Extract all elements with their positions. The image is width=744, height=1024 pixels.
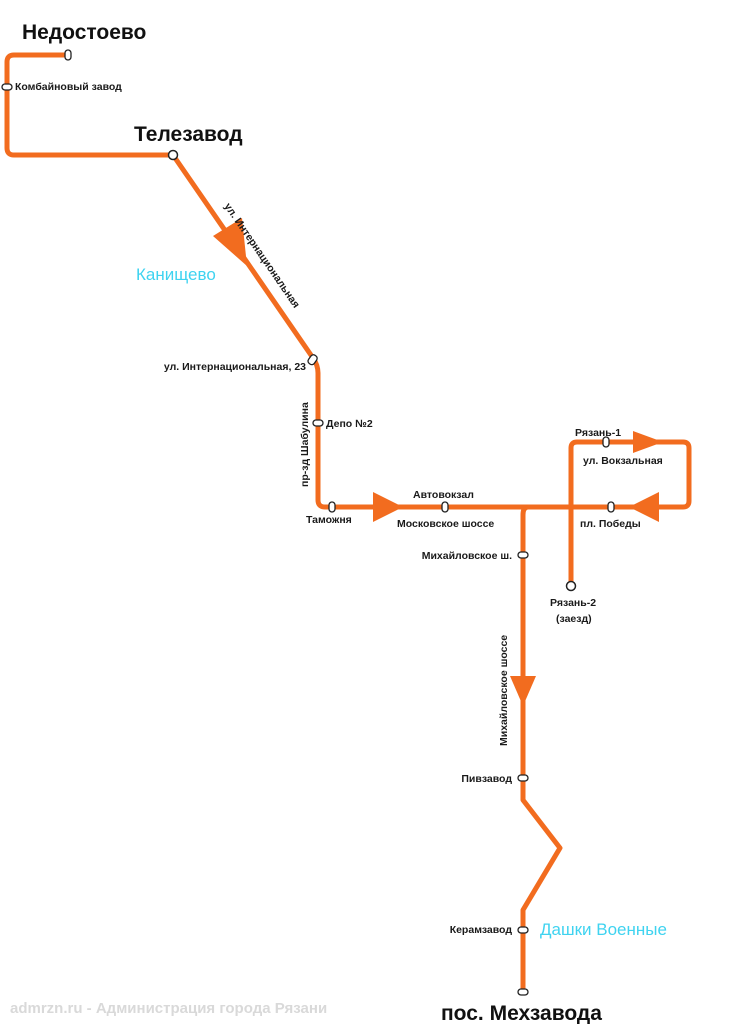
stop-marker-ryazan2 [565,580,577,592]
stop-label-ryazan2-line2: (заезд) [556,613,592,625]
stop-marker-avtovokzal [441,501,449,513]
route-line [4,52,692,995]
stop-label-avtovokzal: Автовокзал [413,489,474,501]
route-segment-ryazan-loop [525,439,692,588]
stop-marker-ryazan1 [602,436,610,448]
stop-marker-kombainovy [1,83,13,91]
stop-label-depo2: Депо №2 [326,418,373,430]
street-label-mikhailovskoe-shosse: Михайловское шоссе [498,635,510,746]
stop-marker-mekhzavod [517,988,529,996]
arrow-down-mikhailovskoe-icon [510,676,536,706]
stop-marker-mikhailovskoe-sh [517,551,529,559]
street-label-shabulina: пр-зд Шабулина [299,402,311,487]
stop-label-kombainovy: Комбайновый завод [15,81,122,93]
stop-marker-pobedy [607,501,615,513]
stop-label-internatsionalnaya23: ул. Интернациональная, 23 [164,361,306,373]
terminal-label-nedostoevo: Недостоево [22,21,146,44]
terminal-label-telezavod: Телезавод [134,123,243,146]
district-label-kanishchevo: Канищево [136,265,216,284]
stop-marker-depo2 [312,419,324,427]
direction-arrows [213,218,663,706]
stop-label-tamozhnya: Таможня [306,514,352,526]
route-segment-north [4,52,563,995]
arrow-down-internatsionalnaya-icon [213,218,247,266]
terminal-label-mekhzavod: пос. Мехзавода [441,1002,602,1024]
stop-label-pivzavod: Пивзавод [461,773,512,785]
street-label-internatsionalnaya: ул. Интернациональная [222,201,302,311]
stop-markers [1,49,615,996]
arrow-left-pobedy-icon [629,492,659,522]
stop-label-ryazan2-line1: Рязань-2 [550,597,596,609]
stop-marker-tamozhnya [328,501,336,513]
stop-marker-pivzavod [517,774,529,782]
stop-marker-internatsionalnaya23 [307,354,318,366]
watermark-text: admrzn.ru - Администрация города Рязани [10,1000,327,1017]
stop-label-vokzalnaya: ул. Вокзальная [583,455,663,467]
stop-marker-keramzavod [517,926,529,934]
stop-label-moskovskoe: Московское шоссе [397,518,494,530]
stop-marker-telezavod [167,149,179,161]
arrow-right-vokzalnaya-icon [633,431,663,453]
district-label-dashki: Дашки Военные [540,920,667,939]
stop-label-keramzavod: Керамзавод [450,924,513,936]
stop-label-pobedy: пл. Победы [580,518,641,530]
stop-label-ryazan1: Рязань-1 [575,427,621,439]
stop-label-mikhailovskoe-sh: Михайловское ш. [422,550,512,562]
arrow-right-moskovskoe-icon [373,492,403,522]
stop-marker-nedostoevo [64,49,72,61]
